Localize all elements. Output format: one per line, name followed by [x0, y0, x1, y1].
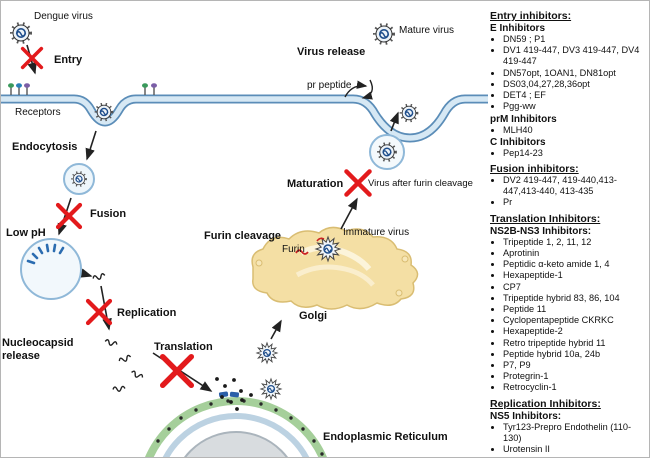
inhibitor-item: Pgg-ww [503, 101, 648, 112]
inhibitor-item: MLH40 [503, 125, 648, 136]
inhibitor-item: Pep14-23 [503, 148, 648, 159]
pr-peptide-label: pr peptide [307, 80, 352, 91]
virus-release-pit-icon [399, 103, 419, 123]
inhibitor-item: Cyclopentapeptide CKRKC [503, 315, 648, 326]
inhibitor-item: DET4 ; EF [503, 90, 648, 101]
replication-block-x [88, 301, 110, 323]
inhibitor-item: P7, P9 [503, 360, 648, 371]
replication-label: Replication [117, 307, 177, 319]
mature-virus-label: Mature virus [399, 25, 455, 36]
inhibitor-panel: Entry inhibitors:E InhibitorsDN59 ; P1DV… [488, 1, 649, 457]
translation-label: Translation [154, 341, 213, 353]
rna-squiggle [112, 385, 126, 393]
inhibitor-item: Hexapeptide-2 [503, 326, 648, 337]
receptors-label: Receptors [15, 107, 61, 118]
transport-virus-icon [260, 378, 282, 400]
entry-label: Entry [54, 54, 83, 66]
nucleocapsid-release-label: Nucleocapsid release [2, 337, 74, 362]
inhibitor-item: DV2 419-447, 419-440,413-447,413-440, 41… [503, 175, 648, 197]
section-subheading: prM Inhibitors [490, 113, 557, 125]
inhibitor-item: Urotensin II [503, 444, 648, 455]
immature-virus-label: Immature virus [343, 227, 410, 238]
inhibitor-item: Tripeptide hybrid 83, 86, 104 [503, 293, 648, 304]
inhibitor-list: DN59 ; P1DV1 419-447, DV3 419-447, DV4 4… [490, 34, 648, 113]
inhibitor-list: Tripeptide 1, 2, 11, 12AprotininPeptidic… [490, 237, 648, 394]
inhibitor-item: DV1 419-447, DV3 419-447, DV4 419-447 [503, 45, 648, 67]
er-protein [229, 391, 240, 398]
er-label: Endoplasmic Reticulum [323, 431, 448, 443]
section-subheading: NS5 Inhibitors: [490, 410, 562, 422]
inhibitor-list: Tyr123-Prepro Endothelin (110-130)Uroten… [490, 422, 648, 456]
virus-after-furin-label: Virus after furin cleavage [368, 178, 473, 189]
prM-red-mark [316, 237, 325, 242]
section-heading: Replication Inhibitors: [490, 397, 601, 410]
ribosome-dots [215, 377, 253, 411]
inhibitor-item: CP7 [503, 282, 648, 293]
furin-cleavage-label: Furin cleavage [204, 230, 282, 242]
inhibitor-item: Peptidic α-keto amide 1, 4 [503, 259, 648, 270]
section-subheading: NS2B-NS3 Inhibitors: [490, 225, 592, 237]
section-subheading: E Inhibitors [490, 23, 545, 34]
pr-peptide-recycle-arrow [344, 80, 368, 98]
inhibitor-item: Pr [503, 197, 648, 208]
section-heading: Translation Inhibitors: [490, 212, 601, 225]
rna-squiggle [91, 272, 107, 282]
inhibitor-item: Peptide hybrid 10a, 24b [503, 349, 648, 360]
pr-peptide-recycle-arrow [361, 79, 373, 100]
endoplasmic-reticulum [145, 391, 327, 457]
inhibitor-list: Pep14-23 [490, 148, 648, 159]
dengue-virus-icon [10, 22, 32, 44]
inhibitor-list: MLH40 [490, 125, 648, 136]
section-heading: Entry inhibitors: [490, 10, 572, 22]
furin-enzyme-icon [295, 249, 309, 255]
inhibitor-item: Peptide 11 [503, 304, 648, 315]
translation-block-x [163, 357, 192, 386]
receptor-icons [7, 82, 158, 96]
inhibitor-item: Tripeptide 1, 2, 11, 12 [503, 237, 648, 248]
inhibitor-item: Aprotinin [503, 248, 648, 259]
low-ph-label: Low pH [6, 227, 46, 239]
inhibitor-item: DN59 ; P1 [503, 34, 648, 45]
furin-label: Furin [282, 244, 305, 255]
mature-virus-icon [373, 23, 395, 45]
fusion-block-x [58, 205, 80, 227]
endocytosis-label: Endocytosis [12, 141, 78, 153]
er-ribosome-dots [156, 399, 324, 456]
cell-diagram [1, 22, 488, 457]
transport-virus-icon [256, 342, 278, 364]
inhibitor-list: DV2 419-447, 419-440,413-447,413-440, 41… [490, 175, 648, 209]
golgi-label: Golgi [299, 310, 328, 322]
golgi-apparatus [251, 226, 419, 310]
inhibitor-item: DN57opt, 1OAN1, DN81opt [503, 68, 648, 79]
virus-release-label: Virus release [297, 46, 366, 58]
fusion-label: Fusion [90, 208, 127, 220]
inhibitor-item: Retro tripeptide hybrid 11 [503, 338, 648, 349]
flow-arrows [26, 44, 399, 392]
rna-squiggle [103, 338, 119, 348]
inhibitor-item: DS03,04,27,28,36opt [503, 79, 648, 90]
rna-squiggle [129, 369, 145, 381]
section-heading: Fusion inhibitors: [490, 162, 579, 175]
inhibitor-item: Tyr123-Prepro Endothelin (110-130) [503, 422, 648, 444]
inhibitor-item: Protegrin-1 [503, 371, 648, 382]
maturation-label: Maturation [287, 178, 344, 190]
rna-squiggle [117, 354, 133, 364]
dengue-virus-label: Dengue virus [34, 11, 93, 22]
inhibitor-item: Hexapeptide-1 [503, 270, 648, 281]
cell-membrane [1, 94, 488, 143]
endosome [20, 238, 82, 300]
section-subheading: C Inhibitors [490, 136, 546, 148]
inhibitor-item: Retrocyclin-1 [503, 382, 648, 393]
maturation-block-x [346, 171, 369, 194]
